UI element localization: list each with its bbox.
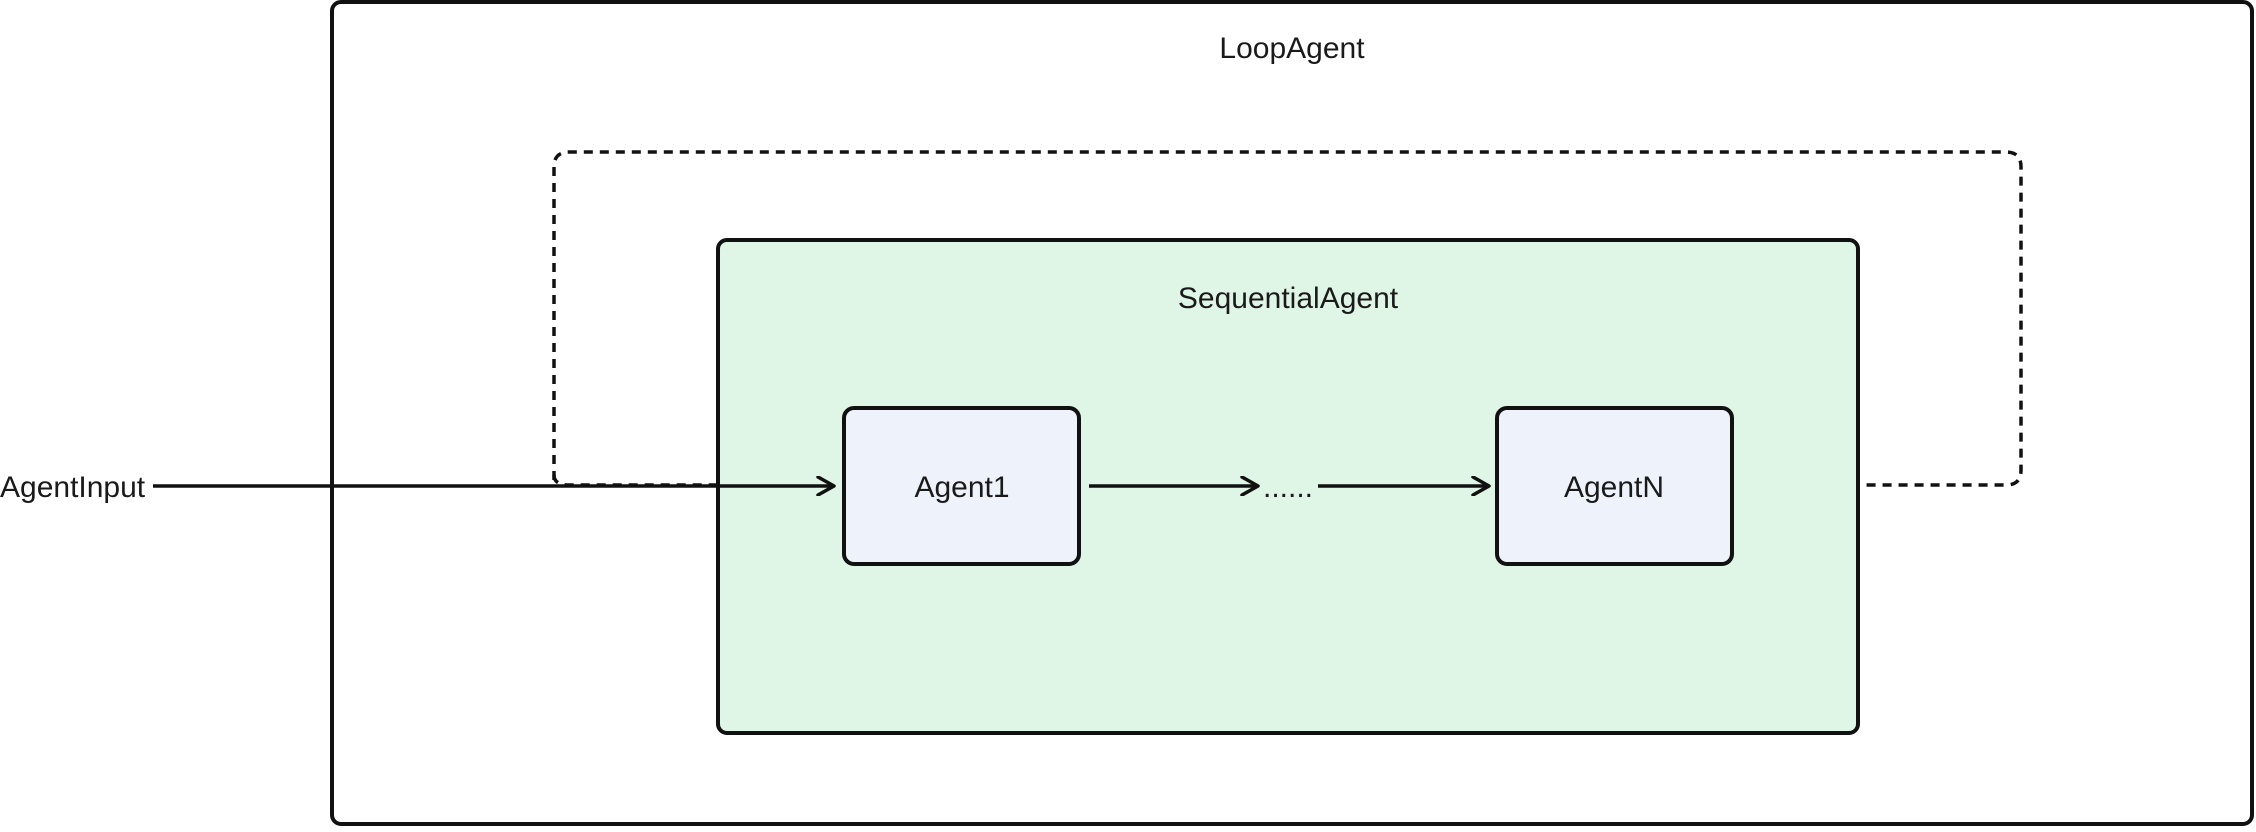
agent-input-label: AgentInput	[0, 471, 146, 504]
loop-back-dashed-path	[552, 150, 2023, 487]
agent-last-label: AgentN	[1564, 471, 1664, 504]
agent-last-box	[1495, 406, 1734, 566]
loop-agent-label: LoopAgent	[1219, 32, 1365, 65]
agent-first-label: Agent1	[914, 471, 1009, 504]
sequential-agent-label: SequentialAgent	[1178, 282, 1399, 315]
ellipsis-label: ......	[1263, 471, 1313, 504]
agent-first-box	[842, 406, 1081, 566]
